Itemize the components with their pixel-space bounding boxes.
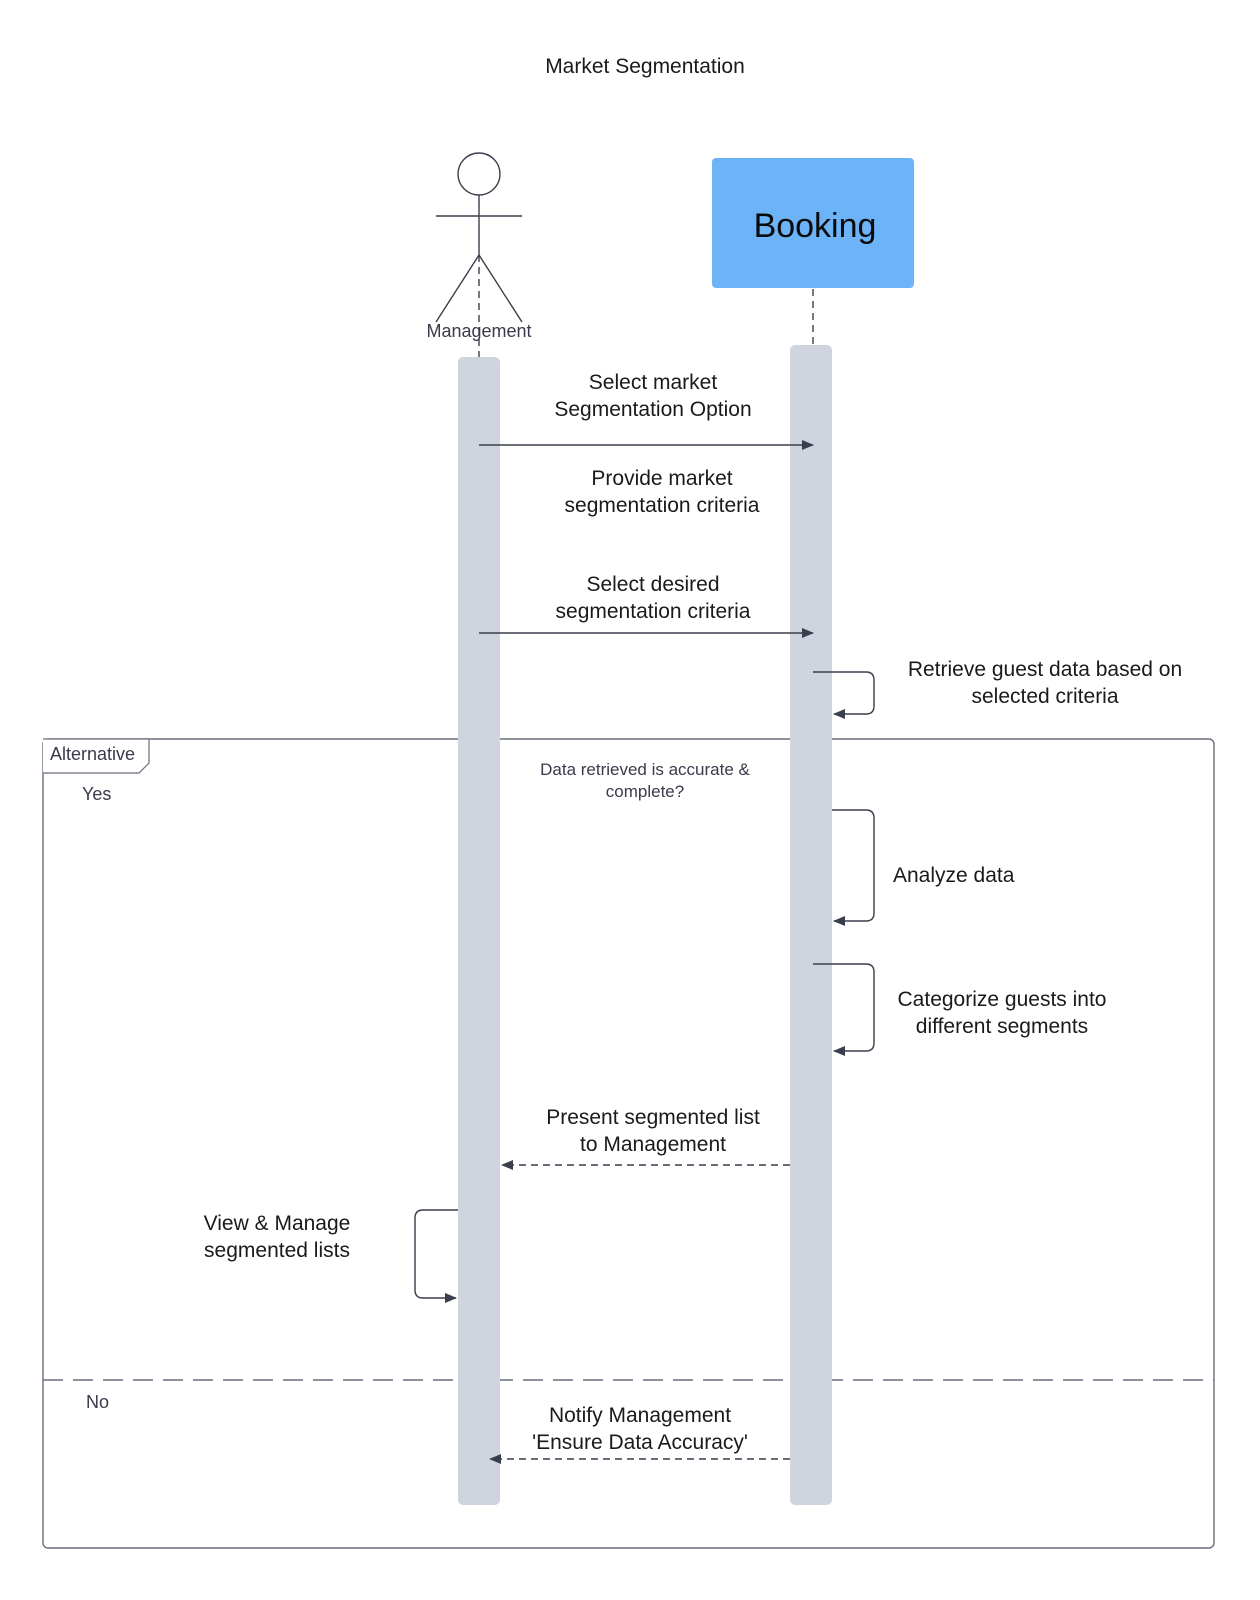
booking-participant-box [712,158,914,288]
svg-text:Provide market: Provide market [591,467,732,490]
message-provide-criteria: Provide market segmentation criteria [565,467,760,517]
self-arrow-categorize [813,963,875,1056]
alternative-fragment-frame [42,738,1215,1549]
svg-text:Select market: Select market [589,371,718,394]
svg-text:Categorize guests into: Categorize guests into [898,988,1107,1011]
message-analyze-data: Analyze data [893,864,1015,887]
booking-participant-label: Booking [754,207,877,245]
message-notify: Notify Management 'Ensure Data Accuracy' [532,1404,748,1454]
svg-text:to Management: to Management [580,1133,726,1156]
booking-activation-bar [790,345,832,1505]
message-retrieve-data: Retrieve guest data based on selected cr… [908,658,1182,708]
svg-text:segmentation criteria: segmentation criteria [556,600,751,623]
message-present-list: Present segmented list to Management [546,1106,760,1156]
svg-text:segmented lists: segmented lists [204,1239,350,1262]
message-categorize: Categorize guests into different segment… [898,988,1107,1038]
management-actor-label: Management [426,321,531,341]
svg-text:selected criteria: selected criteria [971,685,1118,708]
branch-no-label: No [86,1392,109,1412]
svg-text:Notify Management: Notify Management [549,1404,731,1427]
svg-text:Retrieve guest data based on: Retrieve guest data based on [908,658,1182,681]
svg-text:View & Manage: View & Manage [204,1212,351,1235]
message-view-manage: View & Manage segmented lists [204,1212,351,1262]
fragment-label-tab [43,738,150,774]
svg-text:'Ensure Data Accuracy': 'Ensure Data Accuracy' [532,1431,748,1454]
self-arrow-retrieve [813,671,875,719]
self-arrow-analyze [832,809,875,926]
svg-text:Data retrieved is accurate &: Data retrieved is accurate & [540,760,750,779]
stick-figure-icon [435,152,523,323]
svg-text:Select desired: Select desired [586,573,719,596]
self-arrow-view-manage [414,1209,458,1303]
diagram-title: Market Segmentation [545,55,745,78]
fragment-label: Alternative [50,744,135,764]
svg-text:Present segmented list: Present segmented list [546,1106,760,1129]
svg-text:complete?: complete? [606,782,684,801]
fragment-guard-condition: Data retrieved is accurate & complete? [540,760,750,801]
svg-text:Segmentation Option: Segmentation Option [554,398,751,421]
message-select-option: Select market Segmentation Option [554,371,751,421]
svg-text:segmentation criteria: segmentation criteria [565,494,760,517]
svg-text:different segments: different segments [916,1015,1088,1038]
branch-yes-label: Yes [82,784,111,804]
management-activation-bar [458,357,500,1505]
message-select-criteria: Select desired segmentation criteria [556,573,751,623]
